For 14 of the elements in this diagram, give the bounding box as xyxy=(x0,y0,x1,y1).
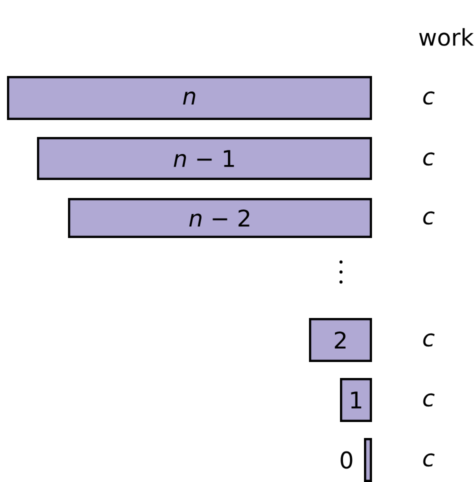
number-bar: 2 xyxy=(309,318,372,362)
cost-label: c xyxy=(423,211,435,225)
number-bar: n − 1 xyxy=(37,137,372,180)
column-header: work xyxy=(419,28,474,46)
number-bar: n − 2 xyxy=(68,198,372,238)
cost-label: c xyxy=(423,333,435,347)
cost-label: c xyxy=(423,91,435,105)
cost-label: c xyxy=(423,393,435,407)
thin-bar xyxy=(364,438,372,482)
bar-label: 0 xyxy=(340,451,352,469)
cost-label: c xyxy=(423,453,435,467)
number-bar: 1 xyxy=(340,378,372,422)
number-bar: n xyxy=(7,76,372,120)
cost-label: c xyxy=(423,152,435,166)
